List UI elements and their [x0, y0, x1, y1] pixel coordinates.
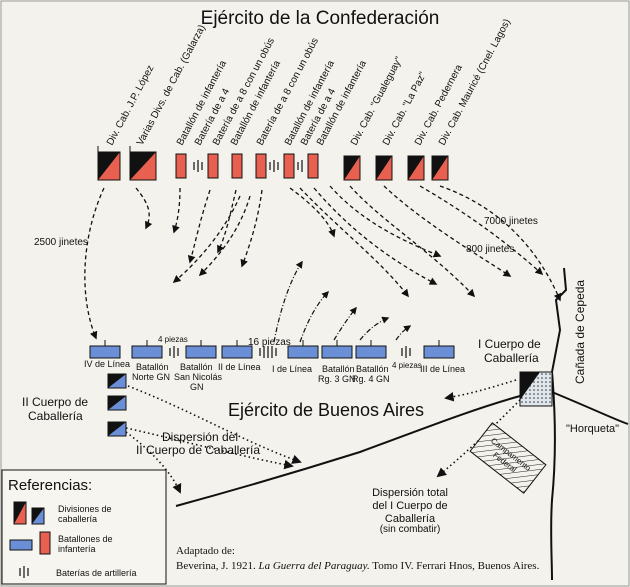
- credit-line2: Beverina, J. 1921. La Guerra del Paragua…: [176, 560, 540, 572]
- horqueta-label: "Horqueta": [566, 423, 619, 435]
- artillery-battery-symbol: [259, 346, 277, 358]
- confed-units: [97, 146, 449, 181]
- cavalry-division-symbol: [375, 155, 393, 181]
- sin-combatir: (sin combatir): [380, 524, 441, 535]
- unit-label: III de Línea: [420, 364, 465, 374]
- infantry-battalion-symbol: [175, 153, 187, 179]
- artillery-battery-symbol: [297, 160, 303, 172]
- campamento-federal: Campamento Federal: [469, 422, 547, 494]
- annotation-4-piezas: 4 piezas: [158, 335, 188, 344]
- infantry-battalion-symbol: [255, 153, 267, 179]
- dispersion-arrows: [436, 379, 521, 478]
- cavalry-division-symbol: [129, 146, 157, 181]
- infantry-battalion-symbol: [131, 340, 163, 359]
- cavalry-division-symbol: [343, 155, 361, 181]
- cavalry-division-symbol: [407, 155, 425, 181]
- legend-art: Baterías de artillería: [56, 568, 137, 578]
- annotation-800: 800 jinetes: [466, 244, 514, 255]
- ba-units: [89, 340, 455, 359]
- infantry-battalion-symbol: [321, 340, 353, 359]
- infantry-battalion-symbol: [283, 153, 295, 179]
- credit-line1: Adaptado de:: [176, 545, 235, 557]
- annotation-2500: 2500 jinetes: [34, 237, 88, 248]
- artillery-battery-symbol: [269, 160, 279, 172]
- infantry-battalion-symbol: [355, 340, 387, 359]
- annotation-4-piezas: 4 piezas: [392, 361, 422, 370]
- i-cuerpo-cavalry: [519, 371, 553, 407]
- artillery-battery-symbol: [401, 346, 411, 358]
- annotation-16-piezas: 16 piezas: [248, 337, 291, 348]
- horqueta-branch: [551, 391, 629, 425]
- advance-arrows: [84, 185, 562, 340]
- counter-arrows: [273, 260, 412, 343]
- unit-label: I de Línea: [272, 364, 312, 374]
- unit-label: II de Línea: [218, 362, 261, 372]
- infantry-battalion-symbol: [221, 340, 253, 359]
- confed-unit-labels: Div. Cab. J.P. López Varias Divs. de Cab…: [105, 17, 513, 147]
- infantry-battalion-symbol: [287, 340, 319, 359]
- dispersion-arrows: [125, 385, 302, 494]
- legend-title: Referencias:: [8, 477, 92, 494]
- cavalry-division-symbol: [97, 146, 121, 181]
- infantry-battalion-symbol: [307, 153, 319, 179]
- canada-stream: [550, 371, 556, 581]
- artillery-battery-symbol: [193, 160, 203, 172]
- infantry-battalion-symbol: [423, 340, 455, 359]
- artillery-battery-symbol: [169, 346, 179, 358]
- ii-cuerpo-cavalry: [107, 373, 127, 437]
- infantry-battalion-symbol: [89, 340, 121, 359]
- infantry-battalion-symbol: [207, 153, 219, 179]
- diagram-title: Ejército de la Confederación: [201, 8, 440, 29]
- infantry-battalion-symbol: [185, 340, 217, 359]
- canada-label: Cañada de Cepeda: [573, 280, 587, 384]
- unit-label: IV de Línea: [84, 359, 130, 369]
- ba-army-title: Ejército de Buenos Aires: [228, 400, 424, 420]
- infantry-battalion-symbol: [231, 153, 243, 179]
- cavalry-division-symbol: [431, 155, 449, 181]
- annotation-7000: 7000 jinetes: [484, 216, 538, 227]
